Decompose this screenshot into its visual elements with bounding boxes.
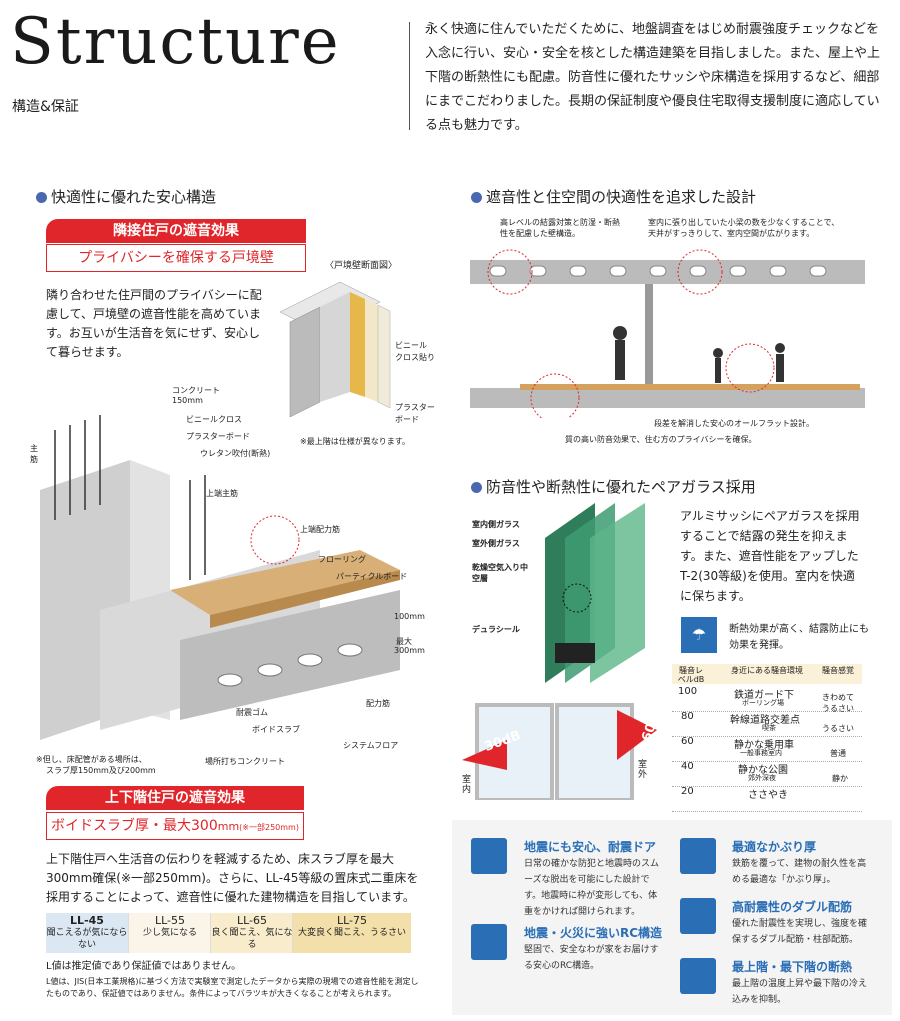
label-main-rebar: 主筋 (30, 444, 38, 464)
label-vinyl: ビニール (395, 341, 427, 350)
feature-text-insulation: 最上階の温度上昇や最下階の冷え込みを抑制。 (732, 979, 868, 1005)
rebar-icon (680, 898, 716, 934)
page-subtitle: 構造&保証 (12, 99, 79, 115)
door-icon (471, 838, 507, 874)
feature-title-insulation: 最上階・最下階の断熱 (732, 960, 853, 974)
label-void-slab: ボイドスラブ (252, 725, 300, 734)
footnote-2: L値は、JIS(日本工業規格)に基づく方法で実験室で測定したデータから実際の現場… (46, 977, 419, 998)
feature-title-rebar: 高耐震性のダブル配筋 (732, 900, 853, 914)
droplet-icon: ☂ (681, 617, 717, 653)
label-anti-vib: 耐震ゴム (236, 708, 268, 717)
rc-icon (471, 924, 507, 960)
window-in: 室内 (462, 775, 472, 795)
feature-title-door: 地震にも安心、耐震ドア (524, 840, 657, 854)
footnote-1: L値は推定値であり保証値ではありません。 (46, 961, 242, 972)
wall-section-illustration (279, 281, 391, 418)
pair-glass-illustration (545, 503, 645, 683)
feature-title-cover: 最適なかぶり厚 (732, 840, 817, 854)
header-divider (409, 22, 410, 130)
label-300mm: 300mm (394, 646, 425, 655)
label-system-floor: システムフロア (343, 741, 399, 750)
feature-text-cover: 鉄筋を覆って、建物の耐久性を高める最適な「かぶり厚」。 (732, 859, 867, 885)
glass-text: アルミサッシにペアガラスを採用することで結露の発生を抑えます。また、遮音性能をア… (680, 509, 860, 603)
wall-caption: 〈戸境壁断面図〉 (325, 261, 398, 271)
label-particle: パーティクルボード (336, 572, 408, 581)
wall-effect-bar: 隣接住戸の遮音効果 (46, 219, 306, 243)
glass-label-air: 乾燥空気入り中空層 (472, 563, 528, 583)
label-100mm: 100mm (394, 612, 425, 621)
label-plaster-2: ボード (395, 415, 419, 424)
page-title: Structure (10, 5, 341, 79)
apartment-section-illustration (470, 249, 865, 418)
bullet-icon (36, 192, 47, 203)
label-cast-concrete: 場所打ちコンクリート (205, 757, 285, 766)
feature-text-rebar: 優れた耐震性を実現し、強度を確保するダブル配筋・柱部配筋。 (732, 919, 868, 945)
label-concrete: コンクリート (172, 386, 220, 395)
glass-label-outer: 室外側ガラス (472, 539, 520, 548)
callout-ceiling: 室内に張り出していた小梁の数を少なくすることで、天井がすっきりして、室内空間が広… (648, 218, 840, 238)
wall-effect-box: プライバシーを確保する戸境壁 (46, 244, 306, 272)
label-plaster: プラスター (395, 403, 435, 412)
note-line-2: スラブ厚150mm及び200mm (46, 766, 156, 775)
callout-wall: 高レベルの結露対策と防湿・断熱性を配慮した壁構造。 (500, 218, 620, 238)
label-max: 最大 (396, 637, 412, 646)
wall-text: 隣り合わせた住戸間のプライバシーに配慮して、戸境壁の遮音性能を高めています。お互… (46, 288, 262, 359)
label-vinyl-cloth: ビニールクロス (186, 415, 242, 424)
features-panel (452, 820, 892, 1015)
window-out: 室外 (638, 760, 648, 780)
bullet-icon (471, 482, 482, 493)
cover-icon (680, 838, 716, 874)
label-dist-rebar: 配力筋 (366, 699, 390, 708)
window-dB-illustration (462, 703, 657, 800)
glass-label-inner: 室内側ガラス (472, 520, 520, 529)
feature-text-rc: 堅固で、安全なわが家をお届けする安心のRC構造。 (524, 945, 659, 971)
section-heading-glass: 防音性や断熱性に優れたペアガラス採用 (471, 476, 756, 497)
bullet-icon (471, 192, 482, 203)
label-upper-dist: 上端配力筋 (300, 525, 340, 534)
insulation-icon (680, 958, 716, 994)
dew-text: 断熱効果が高く、結露防止にも効果を発揮。 (729, 624, 869, 651)
callout-flat: 段差を解消した安心のオールフラット設計。 (654, 419, 814, 428)
section-heading-structure: 快適性に優れた安心構造 (36, 186, 216, 207)
feature-text-door: 日常の確かな防犯と地震時のスムーズな脱出を可能にした設計です。地震時に枠が変形し… (524, 859, 660, 917)
noise-table-header: 騒音レベルdB 身近にある騒音環境 騒音感覚 (672, 664, 862, 684)
label-concrete-mm: 150mm (172, 396, 203, 405)
callout-privacy: 質の高い防音効果で、住む方のプライバシーを確保。 (565, 435, 757, 444)
label-upper-main: 上端主筋 (206, 489, 238, 498)
floor-structure-illustration (40, 415, 400, 740)
label-flooring: フローリング (318, 555, 366, 564)
label-vinyl-2: クロス貼り (395, 353, 435, 362)
glass-label-seal: デュラシール (472, 625, 520, 634)
slab-effect-box: ボイドスラブ厚・最大300mm(※一部250mm) (46, 812, 304, 840)
note-line-1: ※但し、床配管がある場所は、 (36, 755, 147, 764)
section-heading-sound: 遮音性と住空間の快適性を追求した設計 (471, 186, 756, 207)
intro-text: 永く快適に住んでいただくために、地盤調査をはじめ耐震強度チェックなどを入念に行い… (425, 22, 881, 133)
label-urethane: ウレタン吹付(断熱) (200, 449, 271, 458)
feature-title-rc: 地震・火災に強いRC構造 (524, 926, 663, 940)
label-plaster-board: プラスターボード (186, 432, 250, 441)
wall-note: ※最上階は仕様が異なります。 (300, 437, 410, 446)
slab-effect-bar: 上下階住戸の遮音効果 (46, 786, 304, 810)
slab-text: 上下階住戸へ生活音の伝わりを軽減するため、床スラブ厚を最大300mm確保(※一部… (46, 852, 419, 904)
